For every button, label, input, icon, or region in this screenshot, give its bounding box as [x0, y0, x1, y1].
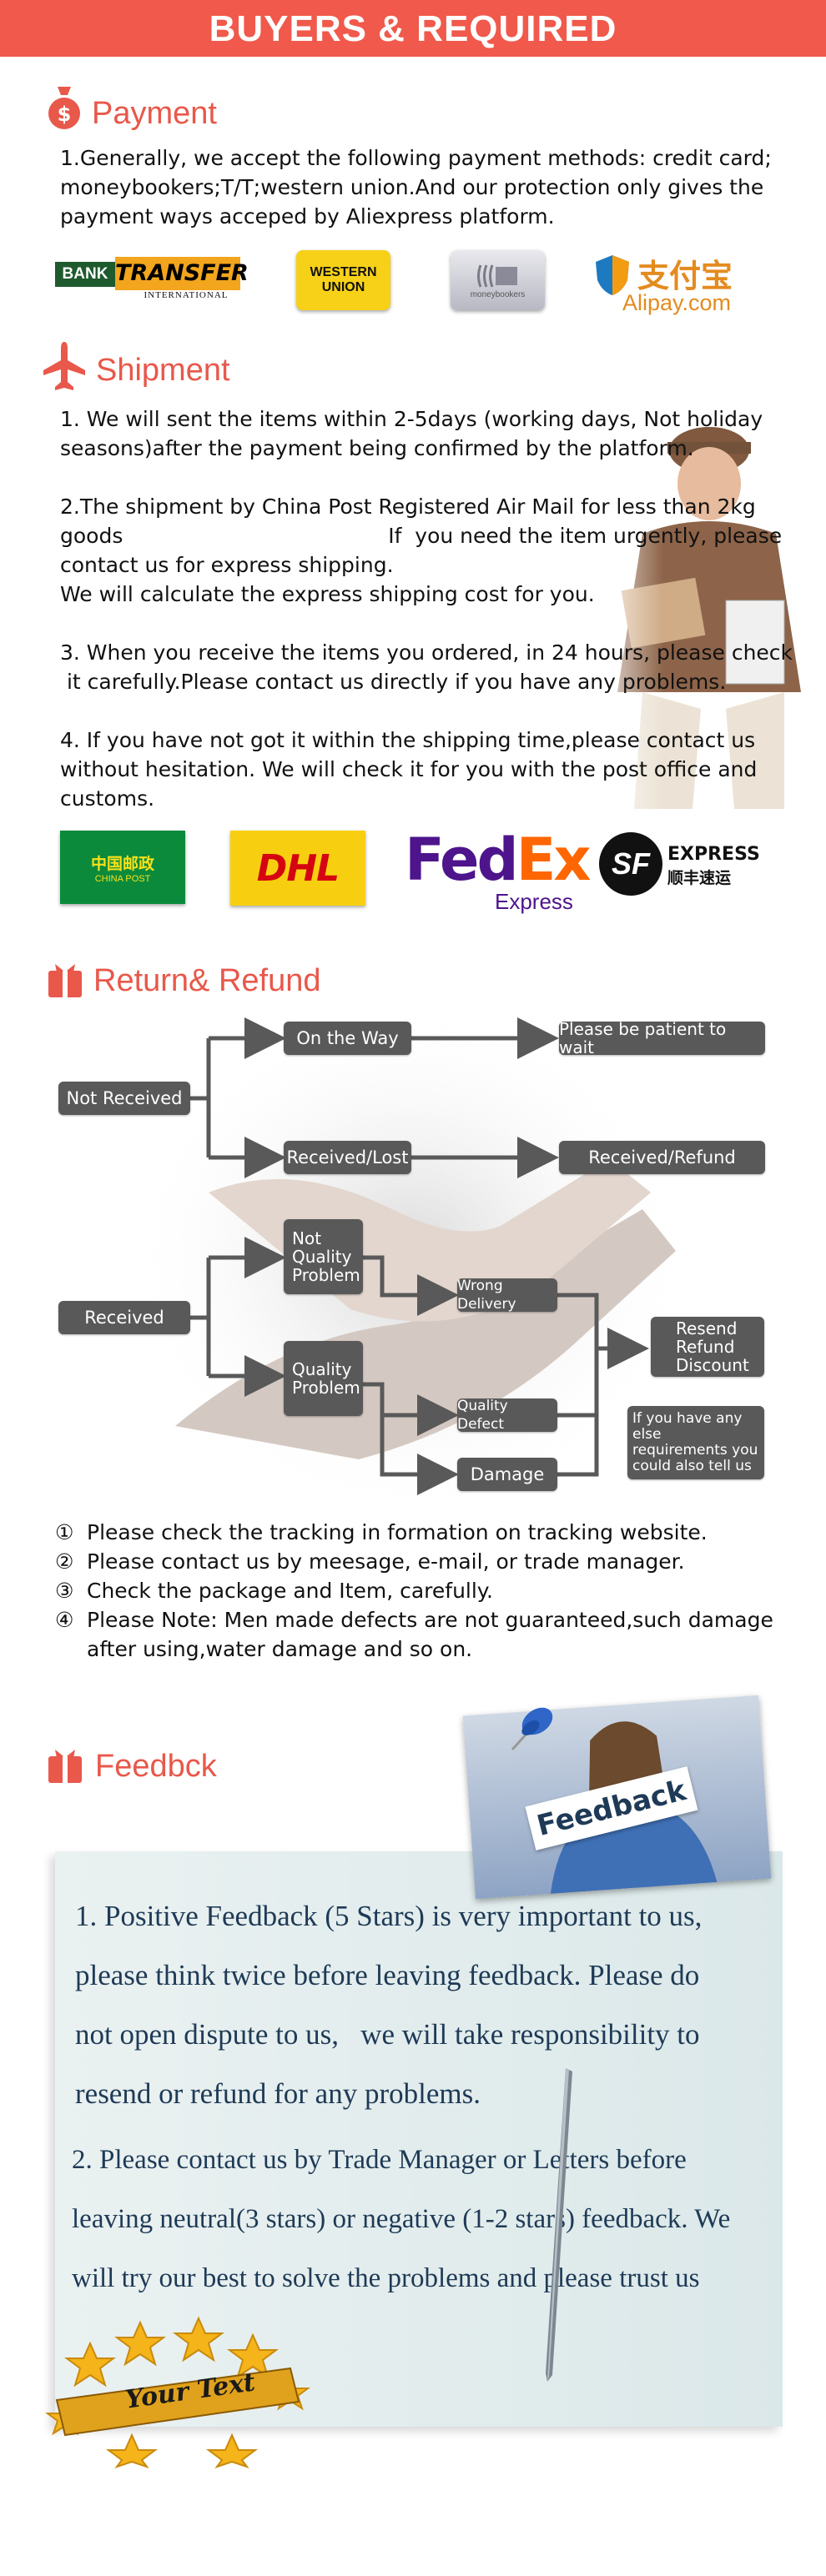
- feedback-text-2: 2. Please contact us by Trade Manager or…: [72, 2131, 806, 2308]
- page-title: BUYERS & REQUIRED: [209, 8, 617, 49]
- china-post-logo: 中国邮政 CHINA POST: [60, 831, 185, 904]
- china-post-en: CHINA POST: [94, 873, 151, 884]
- flow-damage: Damage: [457, 1458, 557, 1491]
- shipment-p3-line: it carefully.Please contact us directly …: [60, 670, 727, 694]
- feedback-card: [55, 1851, 783, 2427]
- transfer-label: TRANSFER: [115, 257, 249, 290]
- money-bag-icon: $: [46, 83, 83, 130]
- shipment-p3-line: 3. When you receive the items you ordere…: [60, 640, 793, 665]
- flow-on-the-way: On the Way: [284, 1022, 411, 1055]
- alipay-en-label: Alipay.com: [622, 290, 732, 315]
- flow-received-lost: Received/Lost: [284, 1141, 411, 1174]
- push-pin-icon: [501, 1701, 559, 1760]
- wu-label-2: UNION: [321, 280, 365, 294]
- fedex-fed: Fed: [405, 826, 519, 894]
- star-badge-icon: Your Text: [40, 2310, 315, 2468]
- airplane-icon: [42, 340, 87, 392]
- fedex-ex: Ex: [516, 826, 592, 894]
- dhl-label: DHL: [256, 846, 340, 890]
- sf-cn: 顺丰速运: [667, 869, 732, 887]
- feedback-p2-line: 2. Please contact us by Trade Manager or…: [72, 2145, 687, 2175]
- sf-express-logo: SF EXPRESS 顺丰速运: [599, 829, 760, 901]
- refund-title: Return& Refund: [93, 963, 321, 998]
- payment-line: 1.Generally, we accept the following pay…: [60, 146, 772, 170]
- gift-box-icon: [47, 962, 83, 999]
- delivery-man-image: [584, 392, 809, 817]
- flow-quality: Quality Problem: [284, 1341, 363, 1416]
- payment-line: payment ways acceped by Aliexpress platf…: [60, 204, 555, 228]
- moneybookers-logo: moneybookers: [451, 250, 545, 310]
- feedback-p2-line: will try our best to solve the problems …: [72, 2263, 700, 2293]
- shipment-p1-line: 1. We will sent the items within 2-5days…: [60, 407, 763, 431]
- feedback-p1-line: 1. Positive Feedback (5 Stars) is very i…: [75, 1900, 703, 1932]
- international-label: INTERNATIONAL: [144, 290, 229, 300]
- dhl-logo: DHL: [230, 831, 365, 906]
- shipment-p1-line: seasons)after the payment being confirme…: [60, 436, 694, 460]
- shipment-p2-line: 2.The shipment by China Post Registered …: [60, 495, 756, 519]
- shield-icon: [596, 255, 629, 295]
- china-post-cn: 中国邮政: [90, 854, 154, 873]
- bank-label: BANK: [55, 262, 115, 287]
- shipment-p4-line: without hesitation. We will check it for…: [60, 757, 758, 781]
- shipment-title: Shipment: [96, 353, 230, 388]
- shipment-p4-line: customs.: [60, 786, 155, 811]
- alipay-cn-label: 支付宝: [637, 258, 733, 294]
- flow-resend: Resend Refund Discount: [651, 1317, 764, 1377]
- alipay-logo: 支付宝 Alipay.com: [591, 249, 758, 317]
- fedex-express: Express: [495, 889, 573, 914]
- flow-else-note: If you have any else requirements you co…: [627, 1406, 764, 1479]
- flow-received: Received: [58, 1301, 190, 1334]
- shipment-text: 1. We will sent the items within 2-5days…: [60, 404, 811, 813]
- feedback-photo: Feedback: [462, 1695, 772, 1900]
- flow-received-refund: Received/Refund: [559, 1141, 765, 1174]
- sf-en: EXPRESS: [667, 844, 760, 865]
- feedback-text: 1. Positive Feedback (5 Stars) is very i…: [75, 1886, 793, 2123]
- feedback-p1-line: resend or refund for any problems.: [75, 2077, 481, 2110]
- feedback-p2-line: leaving neutral(3 stars) or negative (1-…: [72, 2204, 731, 2234]
- payment-title: Payment: [92, 96, 217, 131]
- page-header: BUYERS & REQUIRED: [0, 0, 826, 57]
- moneybookers-mark-icon: [476, 264, 517, 288]
- shipment-p2-line: We will calculate the express shipping c…: [60, 582, 595, 606]
- note-item: after using,water damage and so on.: [87, 1637, 473, 1661]
- payment-line: moneybookers;T/T;western union.And our p…: [60, 175, 764, 199]
- pencil-icon: [541, 2068, 574, 2385]
- shipment-p4-line: 4. If you have not got it within the shi…: [60, 728, 756, 752]
- flow-wrong-delivery: Wrong Delivery: [457, 1278, 557, 1313]
- moneybookers-label: moneybookers: [470, 289, 526, 299]
- shipment-p2-line: contact us for express shipping.: [60, 553, 394, 577]
- flow-quality-defect: Quality Defect: [457, 1398, 557, 1433]
- payment-text: 1.Generally, we accept the following pay…: [60, 143, 794, 231]
- feedback-title: Feedbck: [95, 1749, 217, 1784]
- fedex-logo: FedEx Express: [405, 826, 592, 917]
- wu-label-1: WESTERN: [310, 265, 377, 279]
- handshake-image: [108, 992, 693, 1534]
- flow-not-received: Not Received: [58, 1082, 190, 1115]
- western-union-logo: WESTERN UNION: [296, 250, 390, 310]
- svg-text:$: $: [58, 103, 72, 126]
- sf-mark: SF: [599, 832, 662, 896]
- flow-not-quality: Not Quality Problem: [284, 1219, 363, 1294]
- bank-transfer-logo: BANK TRANSFER INTERNATIONAL: [55, 257, 249, 305]
- feedback-p1-line: please think twice before leaving feedba…: [75, 1959, 700, 1991]
- flow-be-patient: Please be patient to wait: [559, 1020, 765, 1057]
- gift-box-icon: [47, 1748, 83, 1785]
- feedback-p1-line: not open dispute to us, we will take res…: [75, 2018, 700, 2051]
- shipment-p2-line: goods If you need the item urgently, ple…: [60, 524, 783, 548]
